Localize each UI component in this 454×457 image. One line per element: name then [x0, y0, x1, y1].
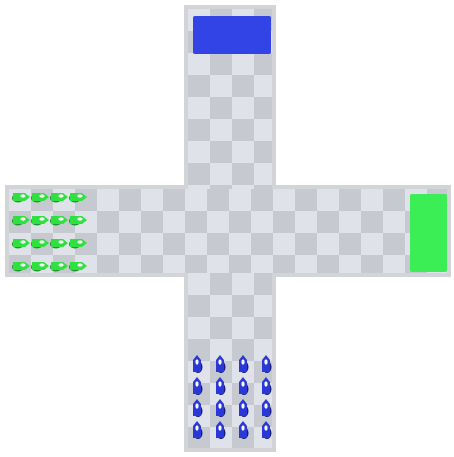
- blue-unit: [239, 377, 249, 395]
- green-unit: [12, 262, 30, 272]
- green-unit: [69, 193, 87, 203]
- green-unit: [31, 262, 49, 272]
- green-unit: [31, 193, 49, 203]
- green-unit: [69, 262, 87, 272]
- green-unit: [12, 239, 30, 249]
- green-unit: [31, 216, 49, 226]
- blue-unit: [239, 421, 249, 439]
- blue-unit: [216, 421, 226, 439]
- blue-unit: [193, 377, 203, 395]
- blue-unit: [193, 421, 203, 439]
- blue-unit: [239, 399, 249, 417]
- blue-unit: [216, 355, 226, 373]
- green-unit: [50, 216, 68, 226]
- green-unit: [50, 239, 68, 249]
- green-unit: [12, 193, 30, 203]
- blue-unit: [193, 355, 203, 373]
- green-unit: [50, 262, 68, 272]
- blue-unit: [262, 355, 272, 373]
- green-unit: [12, 216, 30, 226]
- blue-unit: [262, 377, 272, 395]
- green-unit: [69, 216, 87, 226]
- green-unit: [31, 239, 49, 249]
- green-unit: [69, 239, 87, 249]
- blue-unit: [262, 421, 272, 439]
- blue-unit: [216, 377, 226, 395]
- blue-unit: [193, 399, 203, 417]
- green-unit: [50, 193, 68, 203]
- blue-unit: [239, 355, 249, 373]
- blue-unit: [262, 399, 272, 417]
- blue-unit: [216, 399, 226, 417]
